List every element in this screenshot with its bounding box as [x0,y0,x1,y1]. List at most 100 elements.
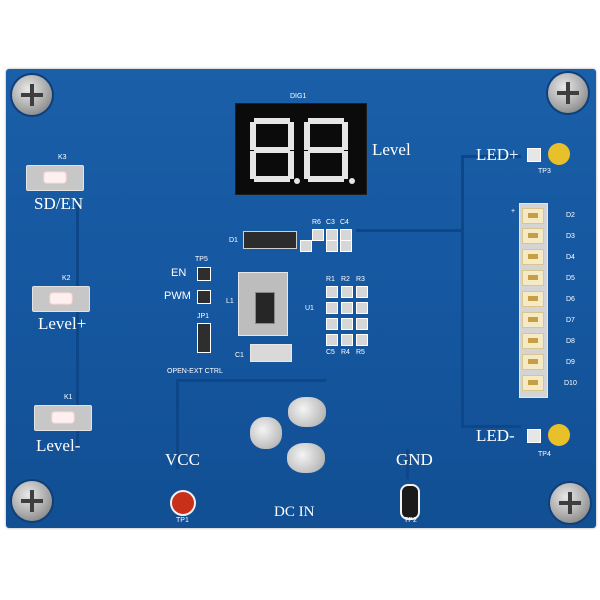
button-label-level-plus: Level+ [38,314,87,333]
button-label-level-minus: Level- [36,436,81,455]
ref-tp4: TP4 [538,451,551,458]
seven-segment-digits [250,118,355,184]
seven-segment-display [235,103,367,195]
mounting-screw-bottom-left [12,481,52,521]
ref-l1: L1 [226,298,234,305]
segments-on [250,118,355,184]
ref-r1: R1 [326,276,335,283]
led-d7 [522,312,544,328]
jumper-en-pad[interactable] [197,267,211,281]
ref-r6: R6 [312,219,321,226]
component-pad [356,318,368,330]
led-ref-d3: D3 [566,233,575,240]
component-pad [341,286,353,298]
ref-tp5: TP5 [195,256,208,263]
trace [461,157,464,297]
ref-c5: C5 [326,349,335,356]
led-ref-d5: D5 [566,275,575,282]
component-pad [326,240,338,252]
trace [356,229,464,232]
diode-d1 [243,231,297,249]
ref-c3: C3 [326,219,335,226]
led-d4 [522,249,544,265]
sd-en-button[interactable] [26,165,84,191]
mounting-screw-top-left [12,75,52,115]
ref-u1: U1 [305,305,314,312]
ref-r3: R3 [356,276,365,283]
led-ref-d10: D10 [564,380,577,387]
test-point-tp4[interactable] [548,424,570,446]
display-caption-level: Level [372,140,411,159]
component-pad [356,302,368,314]
component-pad [341,302,353,314]
test-point-tp3[interactable] [548,143,570,165]
component-pad [341,334,353,346]
led-d5 [522,270,544,286]
dc-in-pad [250,417,282,449]
chip-u1 [255,292,275,324]
test-point-tp1[interactable] [170,490,196,516]
mounting-screw-bottom-right [550,483,590,523]
jumper-pwm-pad[interactable] [197,290,211,304]
ref-r5: R5 [356,349,365,356]
pin-label-vcc: VCC [165,450,200,469]
component-pad [326,334,338,346]
component-pad [356,286,368,298]
pin-label-gnd: GND [396,450,433,469]
ref-tp2: TP2 [404,517,417,524]
ref-jp1: JP1 [197,313,210,320]
led-ref-d2: D2 [566,212,575,219]
led-ref-d8: D8 [566,338,575,345]
jumper-jp1-pad[interactable] [197,323,211,353]
component-pad [356,334,368,346]
led-minus-pad [527,429,541,443]
ref-d1: D1 [229,237,238,244]
led-ref-d7: D7 [566,317,575,324]
dc-in-label: DC IN [274,504,315,520]
component-pad [326,286,338,298]
test-point-tp2[interactable] [400,484,420,520]
ref-r4: R4 [341,349,350,356]
led-d8 [522,333,544,349]
jumper-label-open-ext: OPEN-EXT CTRL [167,368,223,375]
ref-c4: C4 [340,219,349,226]
display-ref-dig1: DIG1 [290,93,307,100]
component-pad [340,240,352,252]
led-d2 [522,208,544,224]
capacitor-c1 [250,344,292,362]
button-ref-k3: K3 [58,154,67,161]
ref-r2: R2 [341,276,350,283]
led-ref-d9: D9 [566,359,575,366]
pin-label-led-minus: LED- [476,426,515,445]
level-minus-button[interactable] [34,405,92,431]
led-ref-d4: D4 [566,254,575,261]
led-d9 [522,354,544,370]
led-plus-pad [527,148,541,162]
button-ref-k1: K1 [64,394,73,401]
trace [176,379,179,469]
led-plus-mark: + [511,208,516,215]
trace [76,199,79,449]
ref-tp3: TP3 [538,168,551,175]
mounting-screw-top-right [548,73,588,113]
level-plus-button[interactable] [32,286,90,312]
ref-tp1: TP1 [176,517,189,524]
led-ref-d6: D6 [566,296,575,303]
dc-in-pad [288,397,326,427]
component-pad [300,240,312,252]
component-pad [341,318,353,330]
trace [461,297,464,427]
component-pad [326,318,338,330]
jumper-label-pwm: PWM [164,290,191,302]
led-d6 [522,291,544,307]
jumper-label-en: EN [171,267,187,279]
trace [176,379,326,382]
trace [461,425,521,428]
trace [406,449,409,479]
trace [461,155,521,158]
button-ref-k2: K2 [62,275,71,282]
button-label-sd-en: SD/EN [34,194,84,213]
component-pad [326,302,338,314]
led-d10 [522,375,544,391]
component-r6 [312,229,324,241]
